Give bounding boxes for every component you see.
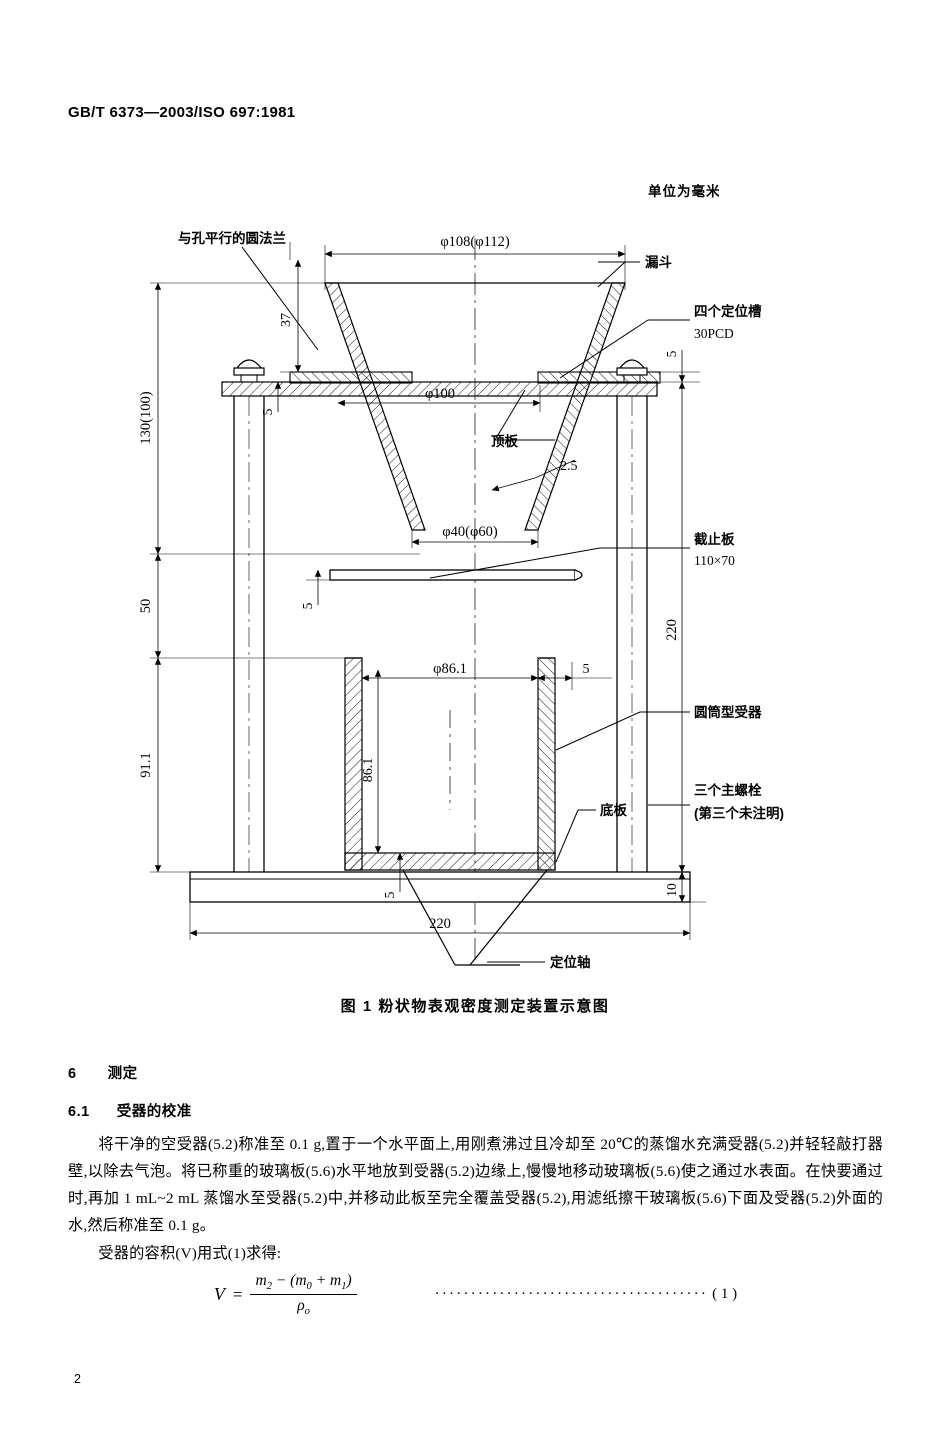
apparatus-diagram: φ108(φ112) φ100 φ40(φ60) 2.5 37 5 5 5 5 … — [138, 230, 784, 970]
unit-note: 单位为毫米 — [648, 184, 721, 199]
standard-code-header: GB/T 6373—2003/ISO 697:1981 — [68, 104, 296, 121]
section-6-1-number: 6.1 — [68, 1104, 90, 1120]
label-locating-shaft: 定位轴 — [550, 954, 591, 970]
dim-top-diameter: φ108(φ112) — [440, 234, 510, 250]
section-6-1-title: 受器的校准 — [116, 1104, 192, 1120]
label-top-plate: 顶板 — [491, 433, 519, 449]
dim-5-base: 5 — [382, 891, 397, 898]
formula-fraction: m2 − (m0 + m1) ρo — [250, 1272, 357, 1318]
section-6-heading: 6 测定 — [68, 1062, 138, 1083]
page-number: 2 — [74, 1372, 81, 1386]
label-slots: 四个定位槽 — [694, 303, 762, 319]
dim-91-1: 91.1 — [138, 752, 154, 777]
dim-50: 50 — [138, 599, 154, 614]
section-6-title: 测定 — [107, 1066, 138, 1082]
label-funnel: 漏斗 — [645, 255, 673, 270]
formula-numerator: m2 − (m0 + m1) — [250, 1272, 357, 1296]
dim-5-stopplate: 5 — [300, 602, 315, 609]
label-base-plate: 底板 — [600, 802, 628, 818]
dim-130: 130(100) — [138, 391, 154, 444]
paragraph-calibration: 将干净的空受器(5.2)称准至 0.1 g,置于一个水平面上,用刚煮沸过且冷却至… — [68, 1136, 883, 1234]
label-bolts-note: (第三个未注明) — [694, 805, 784, 821]
label-stop-plate-size: 110×70 — [694, 553, 735, 568]
label-slots-pcd: 30PCD — [694, 326, 734, 341]
formula-lhs: V — [213, 1284, 225, 1305]
dim-bottom-diameter: φ40(φ60) — [442, 524, 498, 540]
section-6-number: 6 — [68, 1066, 77, 1082]
formula-number: ( 1 ) — [712, 1286, 738, 1303]
label-flange: 与孔平行的圆法兰 — [178, 230, 286, 246]
dim-5-topright: 5 — [664, 350, 679, 357]
formula-leader-dots: ······································ — [434, 1286, 709, 1303]
section-6-1-heading: 6.1 受器的校准 — [68, 1100, 192, 1121]
figure-caption: 图 1 粉状物表观密度测定装置示意图 — [340, 998, 610, 1015]
formula-1: V = m2 − (m0 + m1) ρo ··················… — [68, 1272, 883, 1317]
dim-wall-thickness: 2.5 — [560, 459, 578, 474]
label-stop-plate: 截止板 — [694, 531, 735, 547]
dim-receiver-height: 86.1 — [361, 758, 376, 783]
dim-37: 37 — [279, 313, 294, 327]
dim-receiver-wall: 5 — [583, 662, 590, 677]
dim-220-right: 220 — [664, 619, 680, 641]
paragraph-volume-intro: 受器的容积(V)用式(1)求得: — [98, 1245, 282, 1262]
figure-1-container: 单位为毫米 — [0, 150, 950, 1030]
label-bolts: 三个主螺栓 — [694, 782, 762, 798]
label-receiver: 圆筒型受器 — [694, 704, 762, 720]
dim-receiver-diameter: φ86.1 — [433, 661, 467, 677]
formula-equals: = — [232, 1284, 243, 1304]
dim-5-topplate: 5 — [260, 408, 275, 415]
dim-mid-diameter: φ100 — [425, 386, 455, 402]
formula-denominator: ρo — [297, 1297, 310, 1318]
dim-10: 10 — [664, 883, 679, 897]
dim-base-width: 220 — [429, 916, 451, 932]
